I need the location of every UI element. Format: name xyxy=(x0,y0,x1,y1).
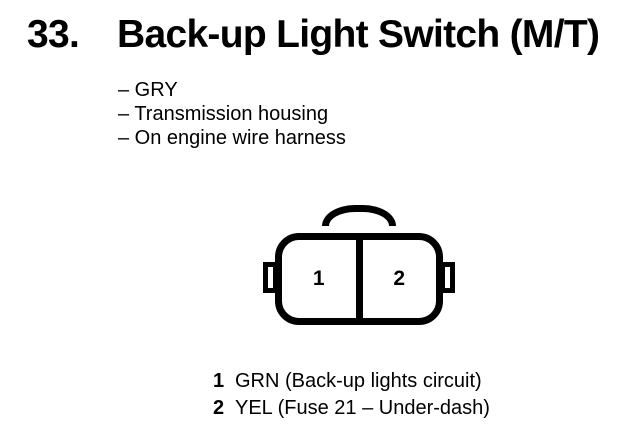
legend-row-pin-2: 2 YEL (Fuse 21 – Under-dash) xyxy=(213,395,490,422)
section-heading: 33. Back-up Light Switch (M/T) xyxy=(27,13,600,56)
detail-item-wire-color: – GRY xyxy=(118,79,178,101)
pin-legend: 1 GRN (Back-up lights circuit) 2 YEL (Fu… xyxy=(213,368,490,422)
section-number: 33. xyxy=(27,13,80,56)
connector-body: 1 2 xyxy=(275,233,443,325)
detail-item-harness: – On engine wire harness xyxy=(118,127,346,149)
page-title: Back-up Light Switch (M/T) xyxy=(117,13,600,56)
legend-pin-description-1: GRN (Back-up lights circuit) xyxy=(235,370,482,392)
pin-cell-1: 1 xyxy=(312,267,325,290)
connector-diagram: 1 2 xyxy=(263,205,455,325)
connector-cavity-divider xyxy=(355,240,363,318)
pin-cell-2: 2 xyxy=(393,267,406,290)
detail-notes: – GRY – Transmission housing – On engine… xyxy=(118,78,346,150)
connector-lock-tab-arc xyxy=(322,205,396,226)
detail-item-location: – Transmission housing xyxy=(118,103,329,125)
legend-pin-number-1: 1 xyxy=(213,370,225,392)
legend-pin-number-2: 2 xyxy=(213,397,225,419)
legend-row-pin-1: 1 GRN (Back-up lights circuit) xyxy=(213,368,490,395)
legend-pin-description-2: YEL (Fuse 21 – Under-dash) xyxy=(235,397,490,419)
